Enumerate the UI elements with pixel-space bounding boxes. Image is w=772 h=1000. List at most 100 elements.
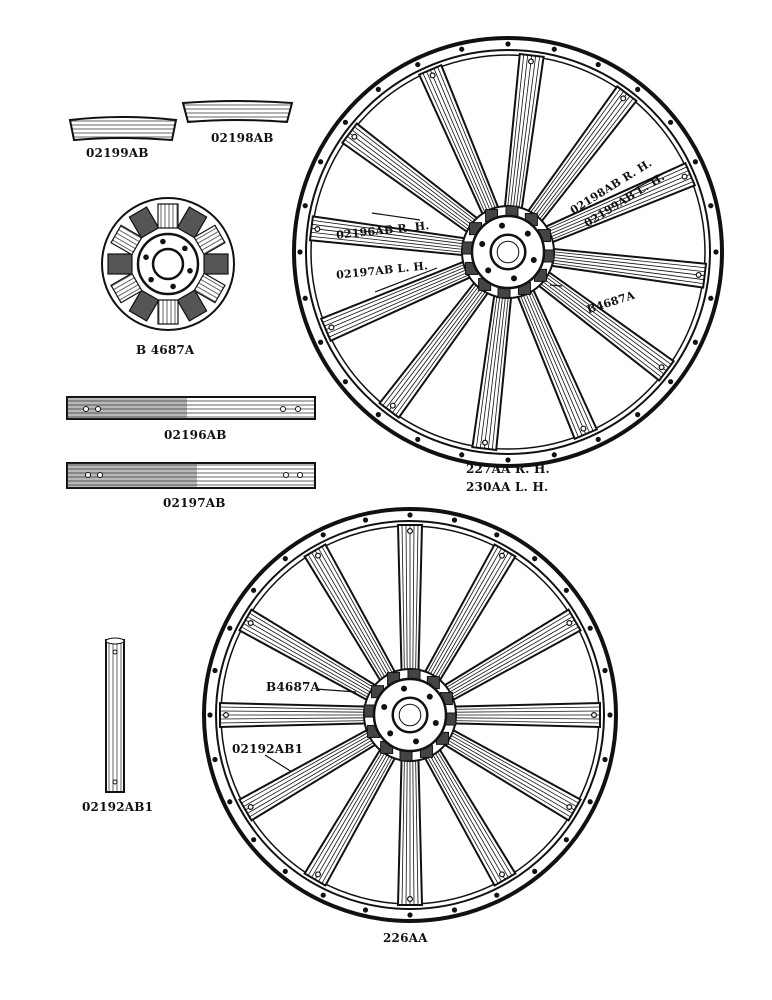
front-wheel-rivet: [459, 452, 465, 458]
front-wheel-spoke-grain: [515, 55, 537, 211]
rear-wheel-hub-bolt: [387, 730, 394, 737]
rear-wheel-spoke-bolt: [499, 871, 506, 878]
rear-wheel-rivet: [207, 712, 213, 718]
front-wheel-spoke-grain: [507, 54, 525, 210]
front-wheel-spoke-grain: [312, 219, 468, 242]
rear-wheel-spoke-bolt: [499, 552, 506, 559]
rear-wheel-spoke-grain: [249, 740, 377, 818]
front-wheel-spoke-grain: [422, 72, 487, 216]
rear-wheel-spoke-grain: [444, 616, 573, 692]
front-wheel-rivet: [635, 412, 641, 418]
rear-wheel-rivet: [602, 756, 608, 763]
front-wheel-spoke-grain: [545, 170, 689, 234]
front-wheel-rivet: [302, 295, 308, 301]
front-wheel-spoke-grain: [537, 281, 662, 378]
rear-wheel-spoke-grain: [311, 552, 387, 681]
spoke-02197ab-illustration: [66, 462, 316, 489]
rear-wheel-spoke-grain: [318, 548, 392, 678]
front-wheel-spoke-grain: [539, 279, 665, 375]
rear-wheel-rivet: [212, 756, 218, 763]
front-wheel-spoke-grain: [524, 290, 587, 435]
front-wheel-rivet: [692, 339, 699, 345]
front-wheel-spoke-grain: [544, 166, 688, 231]
rear-wheel-hub-bolt: [401, 685, 408, 692]
rear-wheel-rivet: [362, 517, 369, 523]
rear-wheel-spoke-grain: [444, 738, 573, 814]
front-wheel-spoke-grain: [310, 231, 467, 251]
front-wheel-spoke-bolt: [351, 133, 358, 140]
front-wheel-spoke-grain: [327, 270, 471, 334]
rear-wheel-spoke-grain: [447, 623, 577, 697]
rear-wheel-spoke-grain: [307, 554, 385, 682]
front-wheel-spoke-grain: [388, 285, 484, 411]
rear-wheel-hub-bolt: [426, 693, 433, 700]
front-wheel-rivet: [551, 46, 557, 52]
hub-plate-segment: [107, 253, 133, 275]
hub-plate-segment: [193, 272, 226, 304]
rear-wheel-spoke-grain: [249, 612, 377, 690]
front-wheel-spoke-grain: [548, 262, 704, 285]
hub-plate-segment: [128, 289, 160, 322]
front-wheel-caption-227aa: 227AA R. H.: [466, 462, 550, 476]
front-wheel-spoke-grain: [311, 223, 467, 245]
front-wheel-spoke-grain: [328, 273, 472, 338]
rear-wheel-spoke-grain: [415, 756, 419, 906]
rear-wheel-spoke-grain: [430, 751, 506, 880]
front-wheel-spoke-grain: [546, 173, 691, 236]
front-wheel-spoke-grain: [550, 251, 706, 269]
label-02192ab1: 02192AB1: [82, 800, 154, 814]
front-wheel-spoke-grain: [322, 262, 468, 323]
rear-wheel-spoke-bolt: [247, 619, 254, 626]
front-wheel-spoke-grain: [487, 293, 507, 450]
rear-wheel-rivet: [282, 868, 288, 874]
front-wheel-rivet: [375, 412, 381, 418]
rear-wheel-spoke-grain: [247, 738, 376, 814]
hub-plate-bolt: [187, 267, 193, 274]
front-wheel-spoke-bolt: [482, 439, 489, 446]
rear-wheel-spoke-bolt: [566, 619, 573, 626]
rear-wheel-rivet: [251, 587, 257, 593]
rear-wheel-spoke-grain: [425, 753, 499, 884]
rear-wheel-hub-bolt: [381, 704, 388, 711]
front-wheel-rivet: [317, 159, 324, 165]
front-wheel-spoke-grain: [395, 288, 488, 416]
rear-wheel-caption-226aa: 226AA: [383, 931, 428, 945]
front-wheel-rivet: [713, 249, 719, 255]
part-02198ab-illustration: [181, 100, 294, 124]
front-wheel-spoke-grain: [433, 68, 495, 213]
front-wheel-rivet: [342, 119, 348, 125]
front-wheel-spoke-grain: [548, 181, 694, 242]
rear-wheel-spoke-grain: [243, 623, 373, 697]
front-wheel-spoke-grain: [529, 288, 594, 432]
front-wheel-spoke-bolt: [328, 324, 335, 331]
front-wheel-spoke-grain: [509, 54, 529, 211]
front-wheel-spoke-grain: [532, 93, 628, 219]
hub-plate-segment: [157, 203, 179, 229]
part-02199ab-illustration: [68, 116, 178, 142]
rear-wheel-spoke-grain: [435, 748, 513, 876]
rear-wheel-rivet: [532, 556, 538, 562]
front-wheel-spoke-grain: [521, 291, 583, 436]
rear-wheel-rivet: [451, 907, 458, 913]
front-wheel-spoke-grain: [382, 281, 479, 406]
rear-wheel-spoke-grain: [451, 717, 601, 720]
front-wheel-rivet: [708, 203, 714, 209]
rear-wheel-spoke-grain: [433, 749, 509, 878]
rear-wheel-hub-bolt: [432, 719, 439, 726]
front-wheel-rivet: [692, 159, 699, 165]
front-wheel-spoke-grain: [346, 136, 473, 230]
rear-wheel-spoke-grain: [314, 550, 390, 679]
front-wheel-spoke-grain: [549, 259, 705, 281]
rear-wheel-rivet: [212, 667, 218, 674]
front-wheel-spoke-grain: [547, 177, 692, 239]
hub-plate-segment: [110, 224, 143, 256]
front-wheel-spoke-grain: [354, 126, 479, 223]
front-wheel-spoke-bolt: [658, 364, 665, 371]
front-wheel-spoke-grain: [426, 71, 490, 215]
rear-wheel-spoke-grain: [219, 720, 369, 724]
hub-plate-bolt: [143, 254, 149, 261]
rear-wheel-spoke-grain: [428, 752, 502, 882]
rear-wheel-spoke-grain: [314, 751, 390, 880]
rear-wheel-rivet: [532, 868, 538, 874]
